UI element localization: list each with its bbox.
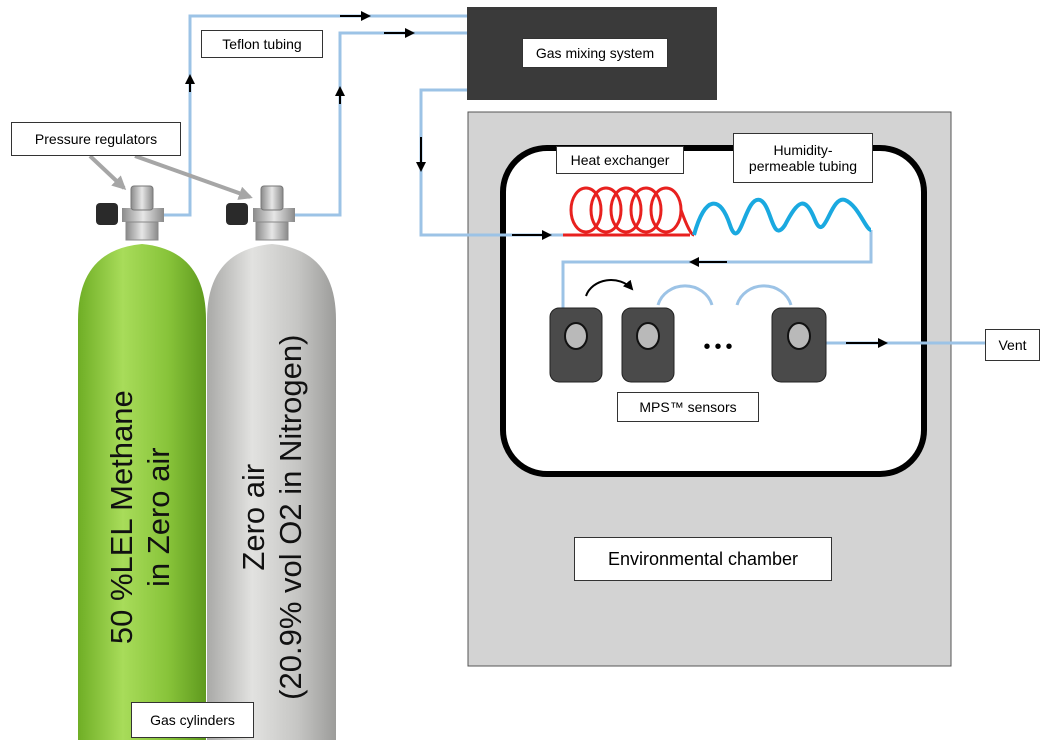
zero-air-cylinder: [207, 185, 336, 740]
humidity-tubing-label: Humidity- permeable tubing: [733, 133, 873, 183]
mps-sensor-n: [771, 307, 827, 383]
methane-label-line1: 50 %LEL Methane: [103, 390, 139, 645]
zero-air-label-line1: Zero air: [235, 463, 271, 571]
sensor-enclosure: [500, 145, 927, 477]
heat-exchanger-coil: [563, 186, 695, 237]
methane-label-line2: in Zero air: [141, 447, 176, 587]
sensor-ellipsis: •••: [703, 335, 737, 358]
mps-sensor-1: [549, 307, 603, 383]
methane-cylinder: [78, 185, 206, 740]
zero-air-label-line2: (20.9% vol O2 in Nitrogen): [273, 334, 308, 700]
gas-mixing-system-label: Gas mixing system: [522, 38, 668, 68]
mps-sensors-label: MPS™ sensors: [617, 392, 759, 422]
vent-label: Vent: [985, 329, 1040, 361]
heat-exchanger-label: Heat exchanger: [556, 146, 684, 174]
humidity-tubing-line2: permeable tubing: [748, 158, 858, 174]
methane-cylinder-label: 50 %LEL Methane in Zero air: [103, 347, 177, 687]
teflon-tubing-label: Teflon tubing: [201, 30, 323, 58]
humidity-tubing-line1: Humidity-: [773, 141, 833, 158]
gas-cylinders-label: Gas cylinders: [131, 702, 254, 738]
humidity-tubing-coil: [692, 197, 872, 236]
mps-sensor-2: [621, 307, 675, 383]
environmental-chamber-label: Environmental chamber: [574, 537, 832, 581]
flow-arrows: [185, 11, 888, 348]
zero-air-cylinder-label: Zero air (20.9% vol O2 in Nitrogen): [235, 327, 309, 707]
regulator-pointers: [88, 154, 253, 200]
pressure-regulators-label: Pressure regulators: [11, 122, 181, 156]
